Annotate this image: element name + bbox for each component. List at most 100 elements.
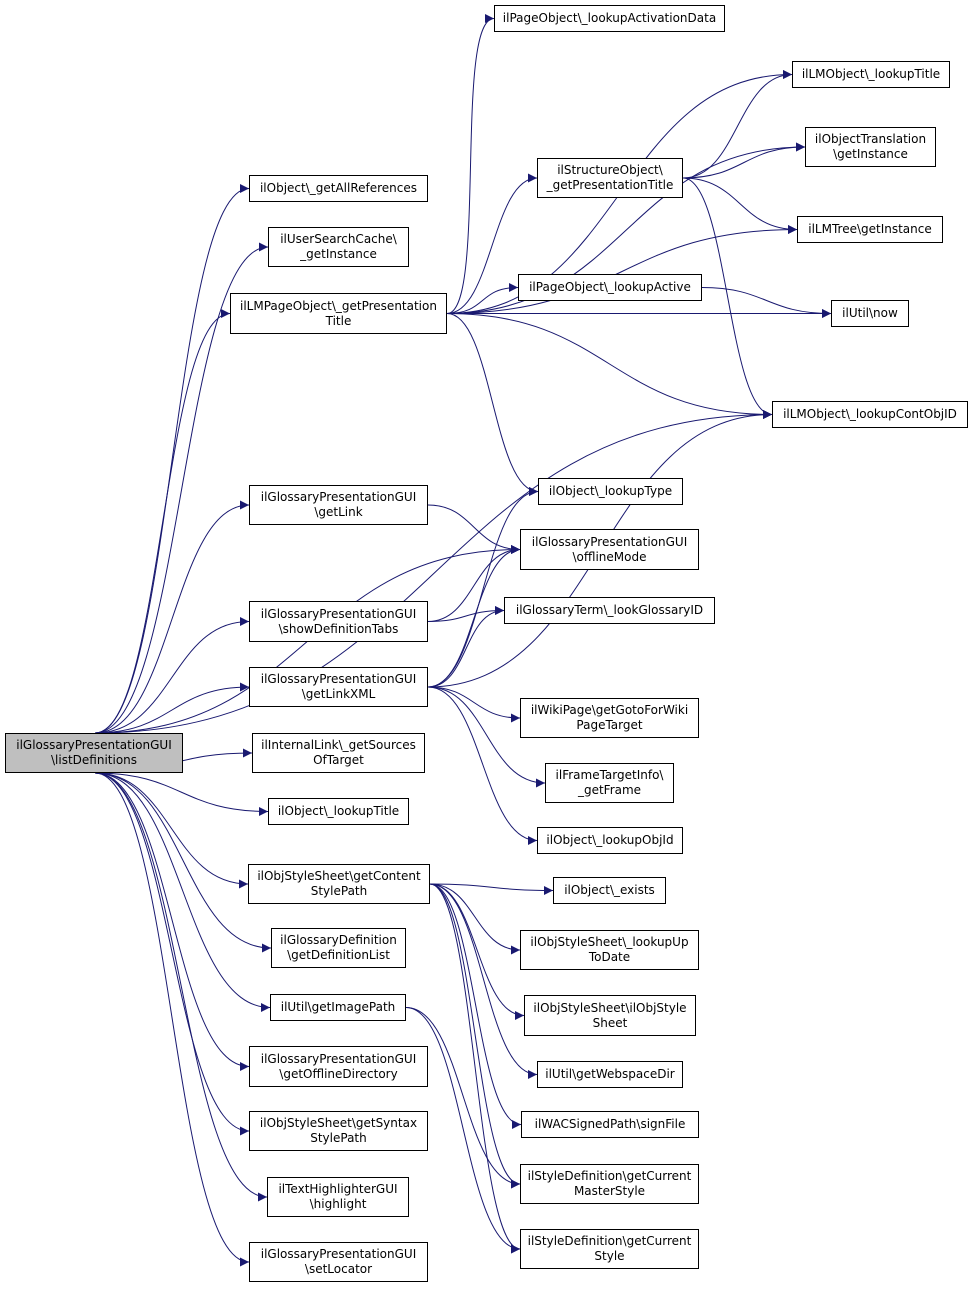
- graph-node[interactable]: ilGlossaryPresentationGUI\setLocator: [249, 1242, 428, 1282]
- node-label-line: ilGlossaryPresentationGUI: [531, 534, 688, 549]
- node-label-line: ilGlossaryPresentationGUI: [260, 1247, 417, 1261]
- graph-node[interactable]: ilPageObject\_lookupActivationData: [494, 5, 725, 32]
- graph-node[interactable]: ilUtil\getImagePath: [270, 994, 406, 1021]
- node-label-line: ilTextHighlighterGUI: [278, 1182, 398, 1196]
- node-label-line: ilGlossaryPresentationGUI: [16, 738, 172, 752]
- call-edge: [427, 545, 521, 622]
- call-edge: [446, 142, 806, 314]
- node-label-line: ilObjStyleSheet\getContent: [257, 869, 421, 883]
- graph-node[interactable]: ilGlossaryPresentationGUI\getOfflineDire…: [249, 1046, 428, 1087]
- node-label-line: ilObjStyleSheet\_lookupUp: [530, 935, 689, 949]
- graph-node[interactable]: ilGlossaryTerm\_lookGlossaryID: [504, 597, 715, 624]
- call-edge: [446, 14, 495, 314]
- node-label-line: _getFrame: [577, 783, 642, 797]
- node-label-line: ilStructureObject\: [557, 163, 663, 177]
- node-label-line: ilUtil\getWebspaceDir: [545, 1067, 675, 1081]
- graph-node[interactable]: ilLMObject\_lookupContObjID: [772, 401, 968, 428]
- call-edge: [405, 1007, 521, 1254]
- node-label-line: MasterStyle: [573, 1184, 646, 1198]
- call-edge: [94, 772, 272, 953]
- call-edge: [427, 545, 521, 688]
- node-label-line: ilStyleDefinition\getCurrent: [527, 1169, 692, 1183]
- graph-node[interactable]: ilUtil\now: [831, 300, 909, 327]
- call-edge: [427, 606, 505, 622]
- node-label-line: ilObject\_lookupTitle: [277, 804, 400, 818]
- node-label-line: \getLink: [314, 505, 363, 519]
- graph-node[interactable]: ilTextHighlighterGUI\highlight: [267, 1177, 409, 1217]
- node-label-line: \getLinkXML: [301, 687, 376, 701]
- call-edge: [429, 883, 521, 1254]
- call-edge: [94, 617, 250, 734]
- call-edge: [94, 772, 250, 1267]
- node-label-line: \getInstance: [833, 147, 908, 161]
- call-edge: [94, 772, 250, 1136]
- node-label-line: ilGlossaryPresentationGUI: [260, 606, 417, 621]
- node-label-line: OfTarget: [313, 753, 364, 767]
- graph-node[interactable]: ilGlossaryDefinition\getDefinitionList: [271, 928, 406, 968]
- node-label-line: ilFrameTargetInfo\: [555, 768, 664, 782]
- graph-node[interactable]: ilGlossaryPresentationGUI\getLinkXML: [249, 667, 428, 707]
- call-edge: [446, 313, 539, 496]
- graph-node[interactable]: ilStructureObject\_getPresentationTitle: [537, 158, 683, 198]
- node-label-line: \listDefinitions: [50, 753, 138, 767]
- node-label-line: ilLMObject\_lookupContObjID: [783, 407, 957, 421]
- node-label-line: Style: [594, 1249, 625, 1263]
- node-label-line: ilGlossaryDefinition: [280, 933, 397, 947]
- node-label-line: Title: [325, 313, 352, 328]
- call-edge: [94, 772, 271, 1012]
- call-edge: [682, 177, 773, 419]
- call-edge: [427, 487, 539, 688]
- graph-node[interactable]: ilObject\_lookupType: [538, 478, 683, 505]
- node-label-line: ilUserSearchCache\: [280, 232, 397, 246]
- node-label-line: ilLMObject\_lookupTitle: [801, 67, 941, 81]
- node-label-line: StylePath: [310, 1131, 367, 1145]
- graph-node[interactable]: ilLMObject\_lookupTitle: [792, 61, 950, 88]
- graph-node[interactable]: ilObject\_exists: [553, 877, 666, 904]
- call-edge: [446, 313, 773, 419]
- graph-node[interactable]: ilLMTree\getInstance: [797, 216, 943, 243]
- node-label-line: ToDate: [588, 950, 631, 964]
- node-label-line: \offlineMode: [572, 549, 647, 564]
- call-edge: [94, 500, 250, 734]
- node-label-line: ilPageObject\_lookupActive: [529, 280, 691, 294]
- call-edge: [427, 686, 538, 845]
- node-label-line: Sheet: [592, 1015, 628, 1030]
- graph-node[interactable]: ilObject\_getAllReferences: [249, 175, 428, 202]
- node-label-line: \highlight: [309, 1197, 367, 1211]
- graph-node[interactable]: ilUserSearchCache\_getInstance: [268, 227, 409, 267]
- graph-node[interactable]: ilGlossaryPresentationGUI\getLink: [249, 485, 428, 525]
- graph-node[interactable]: ilWACSignedPath\signFile: [521, 1111, 699, 1138]
- node-label-line: ilWikiPage\getGotoForWiki: [530, 703, 689, 717]
- graph-node[interactable]: ilUtil\getWebspaceDir: [537, 1061, 683, 1088]
- node-label-line: _getPresentationTitle: [546, 178, 674, 192]
- graph-node[interactable]: ilFrameTargetInfo\_getFrame: [545, 763, 674, 803]
- graph-node[interactable]: ilGlossaryPresentationGUI\offlineMode: [520, 529, 699, 570]
- call-edge: [429, 883, 521, 955]
- graph-node[interactable]: ilObject\_lookupTitle: [268, 798, 409, 825]
- call-edge: [682, 70, 793, 179]
- graph-node[interactable]: ilPageObject\_lookupActive: [518, 274, 702, 301]
- node-label-line: ilLMPageObject\_getPresentation: [240, 298, 437, 313]
- call-edge: [94, 772, 269, 816]
- call-edge: [429, 883, 538, 1079]
- graph-node[interactable]: ilObjectTranslation\getInstance: [805, 127, 936, 167]
- call-edge: [429, 883, 522, 1129]
- graph-node[interactable]: ilObject\_lookupObjId: [537, 827, 683, 854]
- node-label-line: ilGlossaryPresentationGUI: [260, 1051, 417, 1066]
- node-label-line: ilObjStyleSheet\getSyntax: [259, 1116, 418, 1130]
- node-label-line: \getDefinitionList: [287, 948, 390, 962]
- graph-node[interactable]: ilGlossaryPresentationGUI\showDefinition…: [249, 601, 428, 642]
- call-edge: [94, 309, 231, 734]
- call-edge: [427, 686, 521, 723]
- node-label-line: ilInternalLink\_getSources: [261, 738, 416, 752]
